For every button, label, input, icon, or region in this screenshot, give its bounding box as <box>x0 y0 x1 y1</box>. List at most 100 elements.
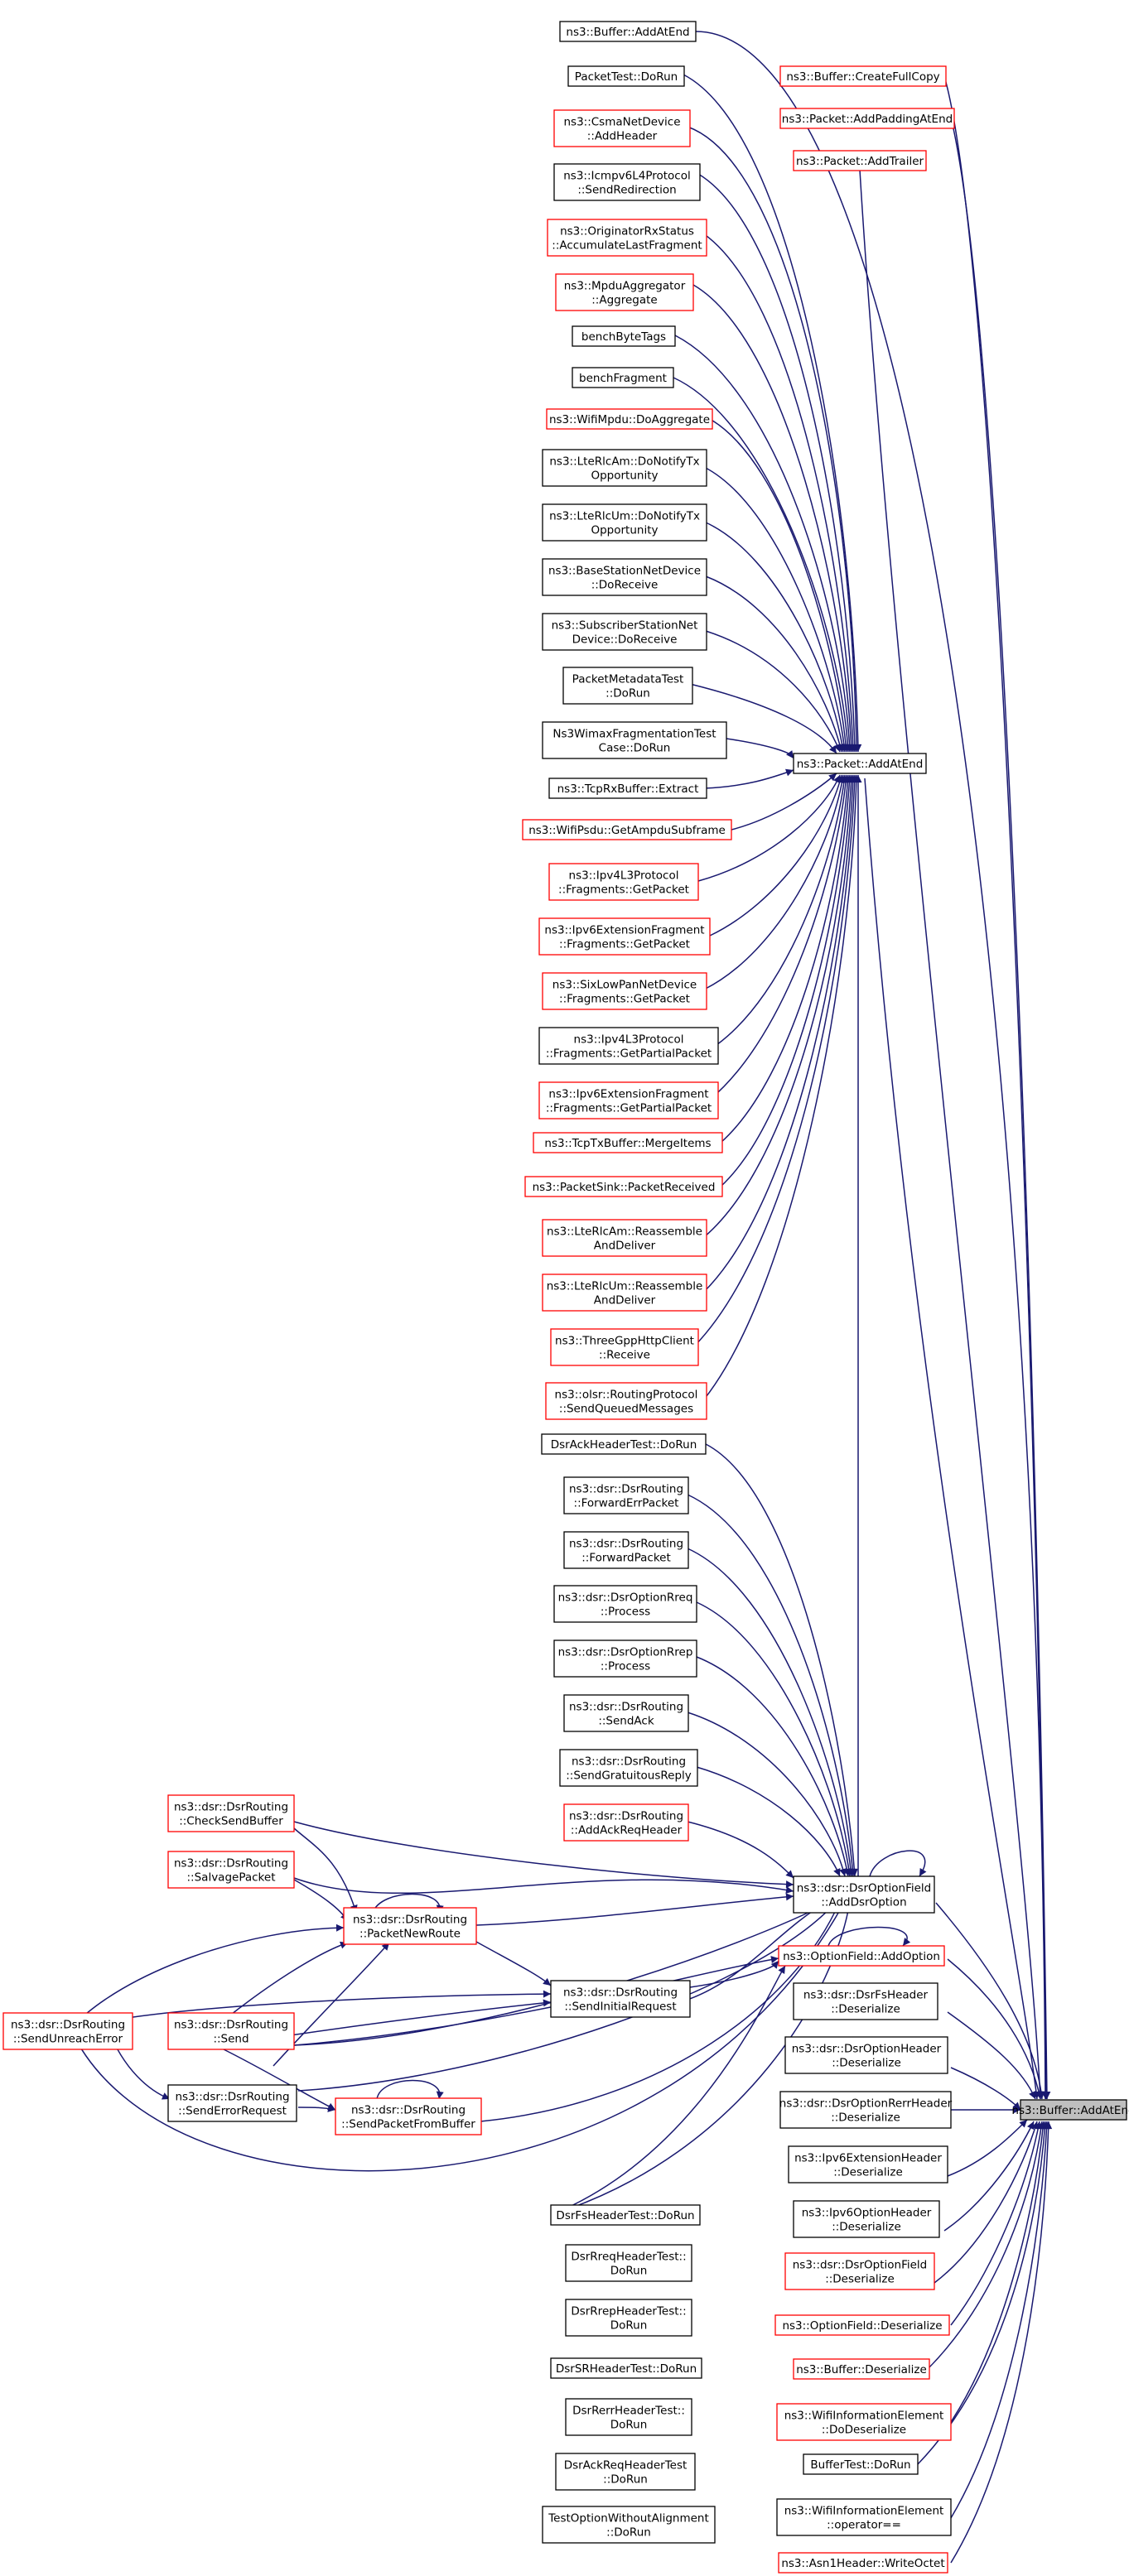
node-box <box>538 1027 719 1065</box>
node-box <box>793 2358 930 2380</box>
node-packetsink-packetreceived[interactable]: ns3::PacketSink::PacketReceived <box>524 1176 723 1197</box>
node-wifimpdu-doaggregate[interactable]: ns3::WifiMpdu::DoAggregate <box>546 408 713 430</box>
node-dsrrreqheadertest-dorun[interactable]: DsrRreqHeaderTest::DoRun <box>565 2244 692 2282</box>
node-label: ns3::Buffer::Deserialize <box>796 2363 927 2376</box>
node-dsroptionfield-adddsroption[interactable]: ns3::dsr::DsrOptionField::AddDsrOption <box>793 1875 935 1914</box>
node-label: ns3::PacketSink::PacketReceived <box>533 1181 716 1194</box>
node-label: ns3::Ipv4L3Protocol <box>574 1033 684 1047</box>
node-benchbytetags[interactable]: benchByteTags <box>572 325 676 347</box>
node-basestationnetdevice-doreceive[interactable]: ns3::BaseStationNetDevice::DoReceive <box>542 558 707 596</box>
node-label: ns3::Ipv6ExtensionFragment <box>548 1088 708 1101</box>
node-label: ::Deserialize <box>825 2273 895 2286</box>
node-box <box>562 667 693 705</box>
node-buffertest-dorun[interactable]: BufferTest::DoRun <box>803 2453 919 2475</box>
node-box <box>542 503 707 542</box>
node-dsrrerrheadertest-dorun[interactable]: DsrRerrHeaderTest::DoRun <box>565 2398 692 2436</box>
node-packet-addpaddingatend[interactable]: ns3::Packet::AddPaddingAtEnd <box>779 108 955 129</box>
node-dsrrouting-salvagepacket[interactable]: ns3::dsr::DsrRouting::SalvagePacket <box>167 1851 295 1889</box>
node-wifiinformationelement-operatoreq[interactable]: ns3::WifiInformationElement::operator== <box>776 2498 952 2536</box>
node-buffer-createfullcopy[interactable]: ns3::Buffer::CreateFullCopy <box>779 65 947 87</box>
node-buffer-addatend-target[interactable]: ns3::Buffer::AddAtEnd <box>1011 2099 1129 2121</box>
arrowhead <box>543 1977 551 1986</box>
edge <box>950 2121 1048 2519</box>
node-dsrrouting-send[interactable]: ns3::dsr::DsrRouting::Send <box>167 2012 295 2050</box>
node-subscriberstationnetdevice-doreceive[interactable]: ns3::SubscriberStationNetDevice::DoRecei… <box>542 613 707 651</box>
node-dsrsrheadertest-dorun[interactable]: DsrSRHeaderTest::DoRun <box>550 2357 702 2379</box>
node-ipv6extensionheader-deserialize[interactable]: ns3::Ipv6ExtensionHeader::Deserialize <box>788 2145 948 2184</box>
node-label: ns3::Buffer::AddAtEnd <box>1011 2104 1129 2117</box>
node-dsrrouting-sendack[interactable]: ns3::dsr::DsrRouting::SendAck <box>563 1694 689 1732</box>
node-dsroptionrreq-process[interactable]: ns3::dsr::DsrOptionRreq::Process <box>553 1585 697 1623</box>
node-dsrrouting-checksendbuffer[interactable]: ns3::dsr::DsrRouting::CheckSendBuffer <box>167 1794 295 1832</box>
node-box <box>567 65 685 87</box>
node-wifipsdu-getampdusubframe[interactable]: ns3::WifiPsdu::GetAmpduSubframe <box>522 819 732 840</box>
node-sixlowpannetdevice-fragments-getpacket[interactable]: ns3::SixLowPanNetDevice::Fragments::GetP… <box>542 972 707 1010</box>
node-ipv6extensionfragment-fragments-getpacket[interactable]: ns3::Ipv6ExtensionFragment::Fragments::G… <box>538 917 711 956</box>
node-label: DsrRrepHeaderTest:: <box>571 2305 686 2318</box>
node-label: ns3::OriginatorRxStatus <box>560 225 694 238</box>
node-ipv4l3protocol-fragments-getpartialpacket[interactable]: ns3::Ipv4L3Protocol::Fragments::GetParti… <box>538 1027 719 1065</box>
node-dsrackreqheadertest-dorun[interactable]: DsrAckReqHeaderTest::DoRun <box>555 2453 696 2491</box>
node-originatorrxstatus-accumulatelastfragment[interactable]: ns3::OriginatorRxStatus::AccumulateLastF… <box>547 219 707 257</box>
node-dsrrouting-sendgratuitousreply[interactable]: ns3::dsr::DsrRouting::SendGratuitousRepl… <box>559 1749 698 1787</box>
node-label: ::AccumulateLastFragment <box>552 239 702 253</box>
edge <box>947 2011 1036 2100</box>
edge <box>703 521 844 753</box>
node-csmanetdevice-addheader[interactable]: ns3::CsmaNetDevice::AddHeader <box>553 109 691 147</box>
edge <box>70 1993 552 2030</box>
node-dsrrouting-sendpacketfrombuffer[interactable]: ns3::dsr::DsrRouting::SendPacketFromBuff… <box>335 2097 482 2135</box>
node-packet-addatend[interactable]: ns3::Packet::AddAtEnd <box>793 753 927 774</box>
node-benchfragment[interactable]: benchFragment <box>572 367 674 388</box>
node-dsrfsheader-deserialize[interactable]: ns3::dsr::DsrFsHeader::Deserialize <box>793 1982 938 2020</box>
node-dsroptionheader-deserialize[interactable]: ns3::dsr::DsrOptionHeader::Deserialize <box>784 2036 948 2074</box>
node-label: Opportunity <box>591 524 658 537</box>
node-dsroptionfield-deserialize[interactable]: ns3::dsr::DsrOptionField::Deserialize <box>784 2252 935 2290</box>
node-optionfield-addoption[interactable]: ns3::OptionField::AddOption <box>778 1945 945 1967</box>
node-wifiinformationelement-dodeserialize[interactable]: ns3::WifiInformationElement::DoDeseriali… <box>776 2403 952 2441</box>
node-buffer-deserialize[interactable]: ns3::Buffer::Deserialize <box>793 2358 930 2380</box>
node-dsrrouting-addackreqheader[interactable]: ns3::dsr::DsrRouting::AddAckReqHeader <box>563 1803 689 1842</box>
node-buffer-addatend-top[interactable]: ns3::Buffer::AddAtEnd <box>559 21 697 42</box>
node-testoptionwithoutalignment-dorun[interactable]: TestOptionWithoutAlignment::DoRun <box>542 2506 716 2544</box>
node-asn1header-writeoctet[interactable]: ns3::Asn1Header::WriteOctet <box>778 2552 948 2574</box>
node-dsrrouting-senderrorrequest[interactable]: ns3::dsr::DsrRouting::SendErrorRequest <box>167 2084 297 2122</box>
node-dsrrouting-sendinitialrequest[interactable]: ns3::dsr::DsrRouting::SendInitialRequest <box>550 1980 691 2018</box>
node-label: DsrRreqHeaderTest:: <box>571 2251 686 2264</box>
arrowhead <box>1019 2120 1027 2128</box>
node-dsrrouting-packetnewroute[interactable]: ns3::dsr::DsrRouting::PacketNewRoute <box>343 1907 477 1945</box>
node-optionfield-deserialize[interactable]: ns3::OptionField::Deserialize <box>774 2314 950 2336</box>
node-dsroptionrerrheader-deserialize[interactable]: ns3::dsr::DsrOptionRerrHeader::Deseriali… <box>779 2091 953 2129</box>
node-box <box>546 408 713 430</box>
node-olsr-routingprotocol-sendqueuedmessages[interactable]: ns3::olsr::RoutingProtocol::SendQueuedMe… <box>545 1382 707 1420</box>
node-dsrfsheadertest-dorun[interactable]: DsrFsHeaderTest::DoRun <box>550 2204 701 2226</box>
node-dsrackheadertest-dorun[interactable]: DsrAckHeaderTest::DoRun <box>541 1433 707 1455</box>
edge <box>703 769 794 789</box>
node-ipv4l3protocol-fragments-getpacket[interactable]: ns3::Ipv4L3Protocol::Fragments::GetPacke… <box>548 863 699 901</box>
node-label: ::SalvagePacket <box>187 1871 276 1885</box>
edge <box>687 1821 794 1879</box>
node-ipv6optionheader-deserialize[interactable]: ns3::Ipv6OptionHeader::Deserialize <box>793 2200 940 2238</box>
node-packetmetadatatest-dorun[interactable]: PacketMetadataTest::DoRun <box>562 667 693 705</box>
node-dsroptionrrep-process[interactable]: ns3::dsr::DsrOptionRrep::Process <box>553 1639 697 1678</box>
node-label: ::DoDeserialize <box>822 2424 906 2437</box>
node-label: ::ForwardPacket <box>581 1552 671 1565</box>
node-dsrrouting-forwardpacket[interactable]: ns3::dsr::DsrRouting::ForwardPacket <box>563 1531 689 1569</box>
node-ipv6extensionfragment-fragments-getpartialpacket[interactable]: ns3::Ipv6ExtensionFragment::Fragments::G… <box>538 1081 719 1119</box>
node-packet-addtrailer[interactable]: ns3::Packet::AddTrailer <box>793 150 927 171</box>
edge <box>696 1766 841 1877</box>
node-dsrrouting-forwarderrpacket[interactable]: ns3::dsr::DsrRouting::ForwardErrPacket <box>563 1476 689 1514</box>
node-icmpv6l4protocol-sendredirection[interactable]: ns3::Icmpv6L4Protocol::SendRedirection <box>553 163 701 201</box>
node-dsrrrepheadertest-dorun[interactable]: DsrRrepHeaderTest::DoRun <box>565 2299 692 2337</box>
node-dsrrouting-sendunreacherror[interactable]: ns3::dsr::DsrRouting::SendUnreachError <box>2 2012 133 2050</box>
node-threegpphttpclient-receive[interactable]: ns3::ThreeGppHttpClient::Receive <box>550 1328 699 1366</box>
node-packettest-dorun[interactable]: PacketTest::DoRun <box>567 65 685 87</box>
node-tcprxbuffer-extract[interactable]: ns3::TcpRxBuffer::Extract <box>548 778 707 799</box>
node-mpduaggregator-aggregate[interactable]: ns3::MpduAggregator::Aggregate <box>555 273 694 311</box>
edge <box>716 774 846 1046</box>
node-tcptxbuffer-mergeitems[interactable]: ns3::TcpTxBuffer::MergeItems <box>533 1132 723 1153</box>
